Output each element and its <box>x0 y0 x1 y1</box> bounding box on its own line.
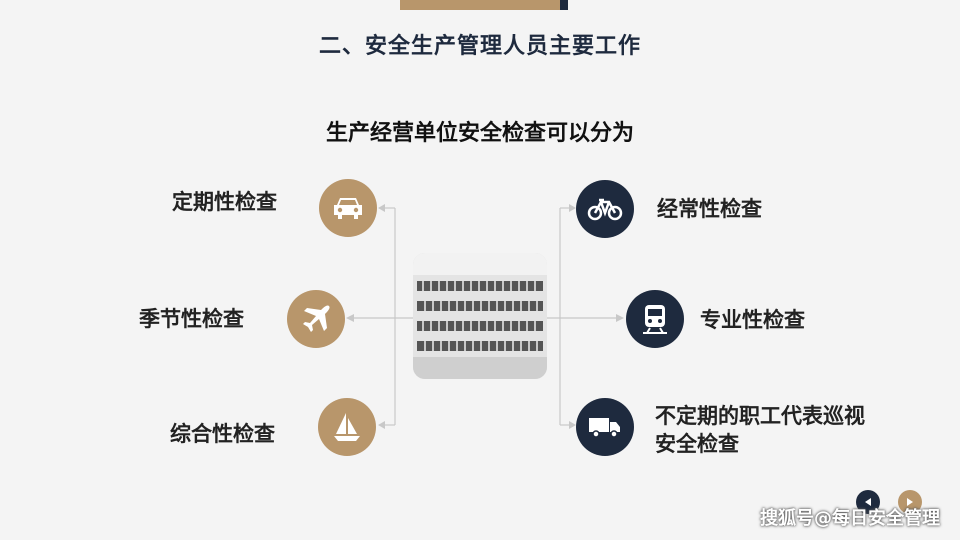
label-irregular-inspection: 不定期的职工代表巡视 安全检查 <box>655 402 865 458</box>
slide-subtitle: 生产经营单位安全检查可以分为 <box>325 121 634 146</box>
label-irregular-inspection-line1: 不定期的职工代表巡视 <box>655 404 865 428</box>
top-accent-bar <box>400 0 560 10</box>
bicycle-icon <box>576 180 634 238</box>
top-accent-bar-dark <box>560 0 568 10</box>
label-irregular-inspection-line2: 安全检查 <box>655 432 739 456</box>
train-icon <box>626 290 684 348</box>
label-comprehensive-check: 综合性检查 <box>170 422 275 446</box>
airplane-icon <box>287 290 345 348</box>
triangle-right-icon <box>907 498 913 506</box>
label-periodic-check: 定期性检查 <box>172 190 277 214</box>
prev-slide-button[interactable] <box>856 490 880 514</box>
sailboat-icon <box>318 398 376 456</box>
slide-title: 二、安全生产管理人员主要工作 <box>318 34 641 59</box>
label-professional-check: 专业性检查 <box>700 308 805 332</box>
center-photo <box>413 253 547 379</box>
next-slide-button[interactable] <box>898 490 922 514</box>
triangle-left-icon <box>865 498 871 506</box>
car-icon <box>319 179 377 237</box>
label-regular-check: 经常性检查 <box>657 197 762 221</box>
label-seasonal-check: 季节性检查 <box>139 307 244 331</box>
truck-icon <box>576 398 634 456</box>
watermark: 搜狐号@每日安全管理 <box>760 508 940 529</box>
